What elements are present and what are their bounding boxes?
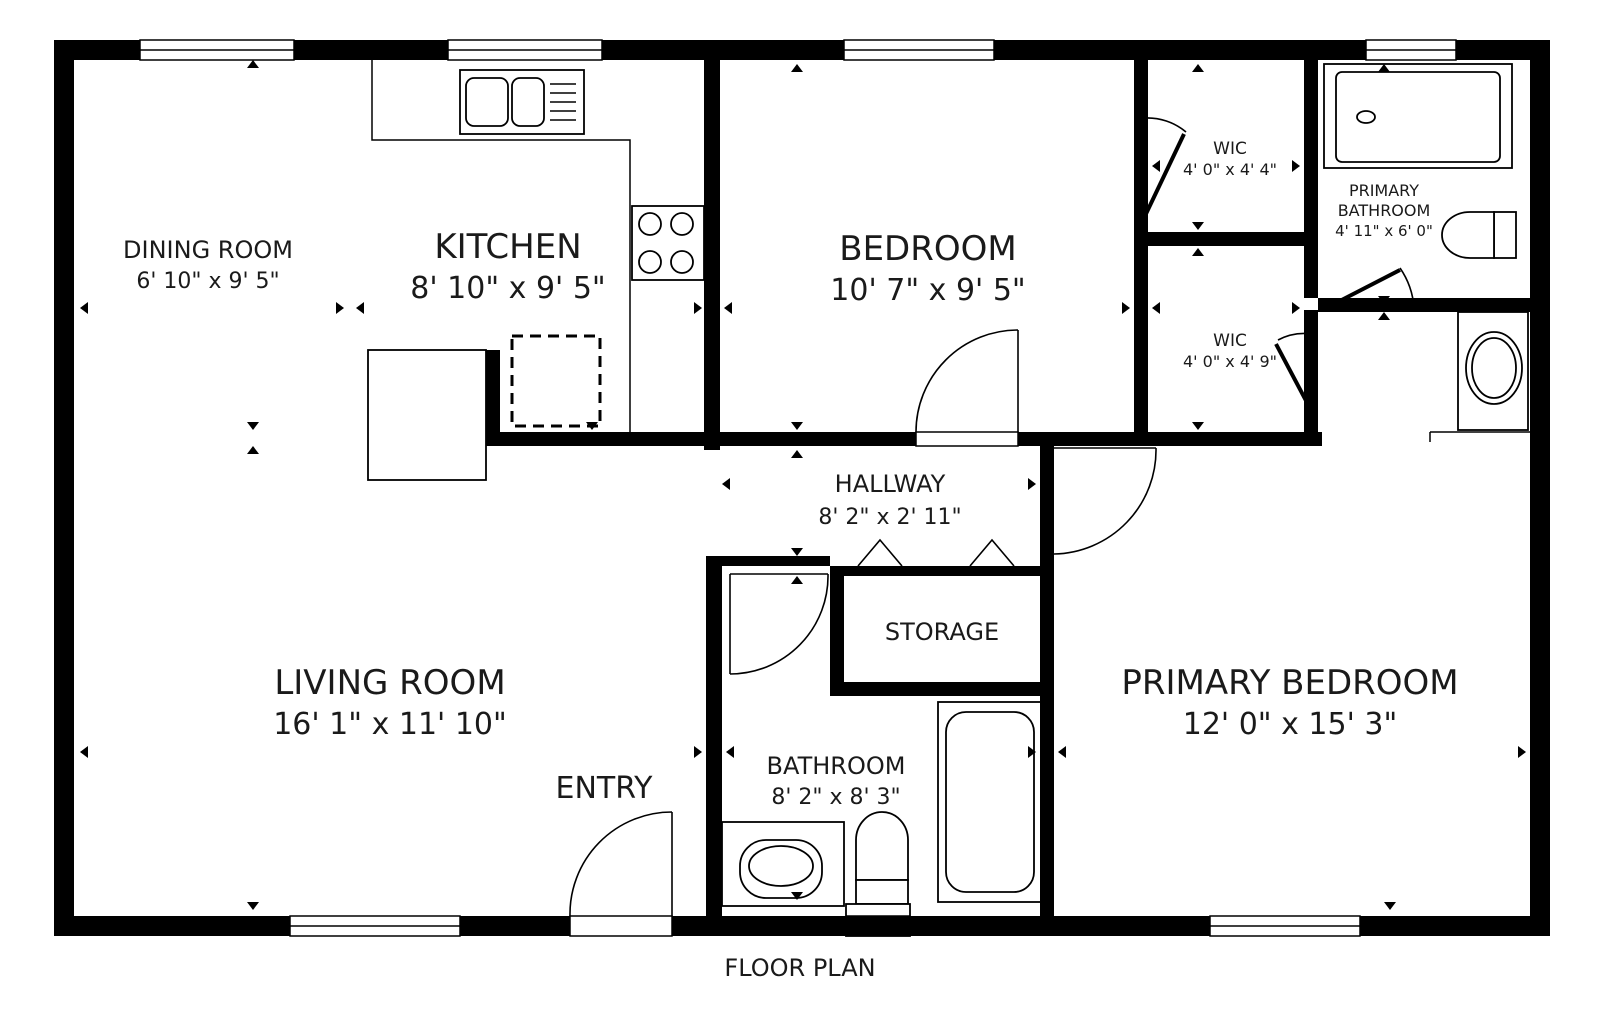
room-dimensions: 16' 1" x 11' 10": [273, 707, 507, 742]
room-hallway: HALLWAY 8' 2" x 2' 11": [818, 470, 961, 530]
dashed-appliance-outline: [510, 334, 602, 428]
window-top-1: [139, 39, 295, 61]
room-kitchen: KITCHEN 8' 10" x 9' 5": [410, 227, 605, 306]
room-name: STORAGE: [885, 618, 999, 646]
room-name: WIC: [1213, 139, 1247, 159]
room-bedroom: BEDROOM 10' 7" x 9' 5": [830, 229, 1025, 308]
kitchen-counter: [371, 60, 631, 434]
room-name-line1: PRIMARY: [1349, 181, 1419, 200]
window-bottom-1: [289, 915, 461, 937]
primary-vanity-sink-icon: [1429, 311, 1530, 442]
kitchen-sink-icon: [459, 69, 585, 135]
wic-upper-door-icon: [1142, 117, 1187, 219]
room-living-room: LIVING ROOM 16' 1" x 11' 10": [273, 663, 507, 742]
window-top-4: [1365, 39, 1457, 61]
dimension-markers: [80, 60, 1526, 910]
room-name-line2: BATHROOM: [1338, 201, 1431, 220]
wic-lower-door-icon: [1274, 332, 1314, 413]
stove-icon: [631, 205, 705, 281]
window-top-2: [447, 39, 603, 61]
primary-bedroom-door-icon: [1043, 447, 1157, 555]
shower-icon: [1323, 63, 1513, 169]
room-storage: STORAGE: [885, 618, 999, 646]
room-name: BATHROOM: [767, 752, 906, 780]
room-dining-room: DINING ROOM 6' 10" x 9' 5": [123, 236, 293, 294]
plan-title: FLOOR PLAN: [724, 954, 875, 982]
room-wic-lower: WIC 4' 0" x 4' 9": [1183, 331, 1277, 371]
room-dimensions: 4' 11" x 6' 0": [1335, 222, 1433, 240]
room-dimensions: 10' 7" x 9' 5": [830, 273, 1025, 308]
room-name: ENTRY: [556, 771, 654, 806]
room-name: KITCHEN: [434, 227, 581, 267]
bedroom-door-icon: [915, 329, 1019, 433]
room-name: HALLWAY: [835, 470, 946, 498]
room-name: PRIMARY BEDROOM: [1121, 663, 1458, 703]
room-dimensions: 12' 0" x 15' 3": [1183, 707, 1398, 742]
entry-door-icon: [569, 811, 673, 917]
room-dimensions: 8' 2" x 8' 3": [771, 785, 900, 810]
storage-bifold-door-icon: [857, 538, 1015, 567]
window-bottom-2: [1209, 915, 1361, 937]
room-primary-bedroom: PRIMARY BEDROOM 12' 0" x 15' 3": [1121, 663, 1458, 742]
room-name: LIVING ROOM: [274, 663, 505, 703]
room-dimensions: 8' 2" x 2' 11": [818, 505, 961, 530]
bathroom-door-icon: [729, 573, 829, 675]
fixtures: [367, 60, 1530, 937]
windows: [139, 39, 1457, 937]
bathroom-toilet-icon: [855, 811, 909, 905]
bathtub-icon: [937, 701, 1043, 903]
room-dimensions: 8' 10" x 9' 5": [410, 271, 605, 306]
bathroom-vanity-sink-icon: [721, 821, 845, 907]
primary-bathroom-door-icon: [1329, 267, 1415, 309]
room-primary-bathroom: PRIMARY BATHROOM 4' 11" x 6' 0": [1335, 181, 1433, 240]
room-entry: ENTRY: [556, 771, 654, 806]
primary-toilet-icon: [1441, 211, 1517, 259]
doors: [569, 117, 1415, 917]
room-labels: DINING ROOM 6' 10" x 9' 5" KITCHEN 8' 10…: [123, 139, 1459, 810]
window-top-3: [843, 39, 995, 61]
room-name: WIC: [1213, 331, 1247, 351]
kitchen-island: [367, 349, 487, 481]
room-name: DINING ROOM: [123, 236, 293, 264]
room-wic-upper: WIC 4' 0" x 4' 4": [1183, 139, 1277, 179]
room-dimensions: 4' 0" x 4' 4": [1183, 160, 1277, 179]
room-bathroom: BATHROOM 8' 2" x 8' 3": [767, 752, 906, 810]
room-name: BEDROOM: [839, 229, 1016, 269]
room-dimensions: 6' 10" x 9' 5": [136, 269, 279, 294]
room-dimensions: 4' 0" x 4' 9": [1183, 352, 1277, 371]
